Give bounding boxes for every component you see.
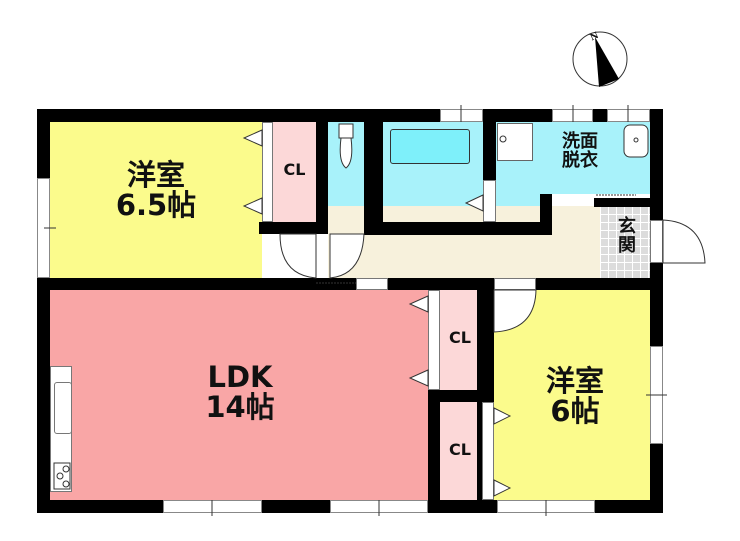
room-label-closet-3: CL	[449, 440, 471, 459]
door-swing-toilet	[329, 233, 365, 279]
western-room-1-area	[50, 122, 262, 278]
room-label-western-2: 洋室 6帖	[525, 366, 625, 427]
closet-door-marker	[242, 197, 263, 215]
closet-3-area	[440, 402, 477, 500]
closet-1-area	[273, 122, 316, 222]
toilet-icon	[338, 123, 354, 169]
entrance-line2: 関	[618, 234, 636, 256]
room-size: 6帖	[550, 394, 600, 429]
washroom-bottom-wall	[594, 198, 650, 207]
room-name: LDK	[207, 360, 273, 394]
bath-bottom-wall	[364, 222, 552, 235]
entrance-line1: 玄	[618, 216, 636, 237]
room-label-closet-1: CL	[283, 160, 306, 179]
bathtub	[390, 129, 470, 164]
room-size: 14帖	[205, 390, 275, 425]
closet-room-wall	[477, 278, 494, 402]
room-label-entrance: 玄 関	[612, 216, 642, 256]
closet-door-marker	[493, 479, 512, 497]
door-swing-room2	[493, 289, 537, 333]
toilet-bath-wall	[364, 109, 383, 235]
closet-2-door[interactable]	[428, 290, 440, 390]
ldk-closet-wall	[428, 390, 440, 513]
room-label-closet-2: CL	[449, 328, 471, 347]
room-name: 洋室	[545, 364, 604, 398]
room-label-western-1: 洋室 6.5帖	[100, 160, 212, 221]
closet-door-marker	[408, 295, 429, 313]
washroom-step-wall	[540, 194, 552, 235]
closet-1-bottom-wall	[259, 222, 328, 234]
entrance-area	[600, 206, 650, 278]
closet-door-marker	[242, 129, 263, 147]
room-size: 6.5帖	[115, 188, 197, 223]
washroom-line2: 脱衣	[562, 149, 598, 171]
door-swing-entrance	[662, 219, 706, 264]
bath-door-marker	[464, 194, 484, 212]
room-name: 洋室	[126, 158, 185, 192]
closet-room-wall-low	[477, 402, 482, 513]
kitchen-sink	[54, 382, 72, 434]
compass-icon	[572, 31, 628, 87]
closet-1-wall	[316, 109, 328, 234]
outer-wall-top	[37, 109, 663, 122]
ldk-door-opening[interactable]	[356, 278, 388, 290]
room-label-ldk: LDK 14帖	[180, 362, 300, 423]
room-label-washroom: 洗面 脱衣	[550, 131, 610, 171]
closet-2-area	[440, 290, 477, 390]
closet-door-marker	[493, 407, 512, 425]
ldk-area	[47, 290, 428, 500]
closet-3-door[interactable]	[482, 402, 494, 500]
door-swing-room1	[279, 233, 317, 279]
washroom-line1: 洗面	[562, 131, 598, 152]
closet-1-door[interactable]	[262, 122, 273, 222]
closet-door-marker	[408, 369, 429, 387]
washer-drain-icon	[499, 135, 507, 143]
